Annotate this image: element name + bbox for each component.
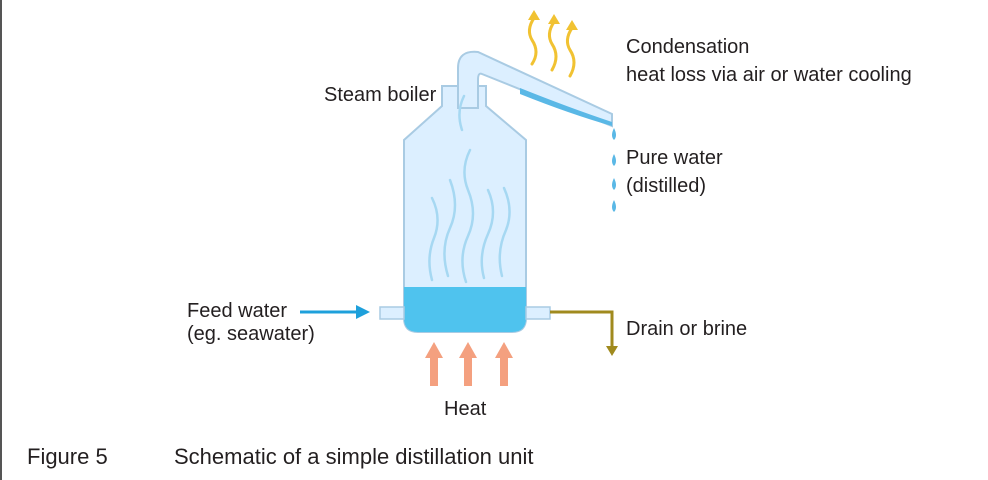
drain-label: Drain or brine: [626, 318, 747, 340]
heat-arrow-1: [425, 342, 443, 386]
feed-inlet-pipe: [379, 306, 405, 320]
cooling-arrow-3: [565, 26, 576, 78]
boiler-water: [404, 287, 526, 332]
drain-outlet-pipe: [525, 306, 551, 320]
droplet-3: [612, 178, 616, 190]
pure-water-label: Pure water: [626, 147, 723, 169]
steam-boiler-label: Steam boiler: [324, 84, 437, 106]
heat-loss-label: heat loss via air or water cooling: [626, 64, 912, 86]
figure-number: Figure 5: [27, 444, 108, 469]
heat-label: Heat: [444, 398, 487, 420]
condensation-label: Condensation: [626, 36, 749, 58]
drain-pipe: [550, 310, 614, 348]
feed-water-label: Feed water: [187, 300, 287, 322]
cooling-arrow-2: [547, 20, 558, 72]
heat-arrows: [425, 342, 513, 386]
cooling-arrowhead-2: [548, 14, 560, 24]
distilled-droplets: [612, 128, 616, 212]
distilled-label: (distilled): [626, 175, 706, 197]
condensate-stream: [520, 88, 612, 126]
cooling-arrow-1: [527, 16, 538, 66]
cooling-arrows: [527, 16, 576, 78]
feed-water-arrowhead: [356, 305, 370, 319]
cooling-arrowhead-3: [566, 20, 578, 30]
drain-arrowhead: [606, 346, 618, 356]
cooling-arrowhead-1: [528, 10, 540, 20]
droplet-1: [612, 128, 616, 140]
figure-caption: Schematic of a simple distillation unit: [174, 444, 534, 469]
heat-arrow-3: [495, 342, 513, 386]
seawater-label: (eg. seawater): [187, 323, 315, 345]
droplet-4: [612, 200, 616, 212]
droplet-2: [612, 154, 616, 166]
heat-arrow-2: [459, 342, 477, 386]
steam-wisps: [428, 94, 511, 284]
